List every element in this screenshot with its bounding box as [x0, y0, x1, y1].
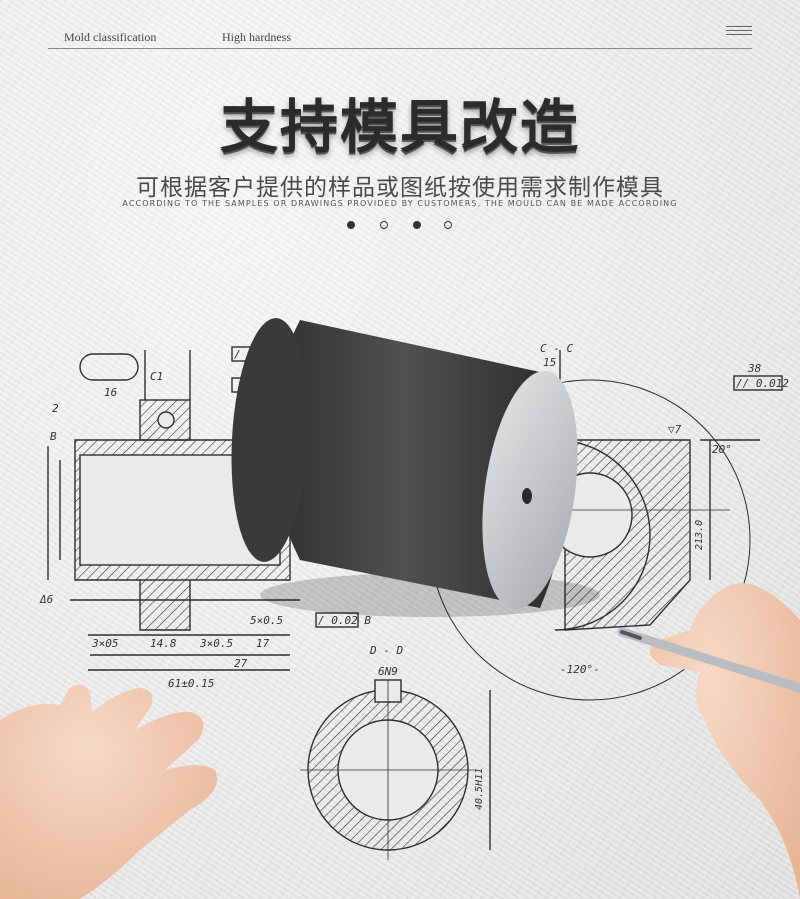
dimension-label: 2	[52, 402, 59, 415]
tolerance-label: / 0.02 B	[318, 614, 371, 627]
nav-item-high-hardness[interactable]: High hardness	[222, 30, 291, 44]
tolerance-label: / 0.02	[234, 348, 274, 361]
dimension-label: B	[50, 430, 57, 443]
dimension-label: 3×0.5	[199, 637, 233, 650]
dimension-label: 15	[543, 356, 556, 369]
english-subtitle: ACCORDING TO THE SAMPLES OR DRAWINGS PRO…	[122, 199, 678, 208]
dimension-label: 16	[104, 386, 118, 399]
dimension-label: 17	[256, 637, 270, 650]
menu-icon[interactable]	[726, 26, 752, 38]
dimension-label: 5×0.5	[250, 614, 283, 627]
headline: 支持模具改造	[219, 93, 580, 161]
label-c-c: C - C	[540, 342, 573, 355]
top-nav: Mold classification High hardness	[48, 18, 752, 49]
dimension-label: 20°	[712, 443, 732, 456]
dimension-label: 38	[747, 362, 762, 375]
technical-drawing: C - C D - D / 0.02 / 0.02 B // 0.012 16 …	[39, 342, 789, 860]
dimension-label: 61±0.15	[168, 677, 214, 690]
label-d-d: D - D	[369, 644, 403, 657]
dimension-label: 213.0	[694, 520, 705, 550]
dimension-label: 6N9	[378, 665, 398, 678]
dimension-label: 40.5H11	[474, 768, 485, 810]
nav-item-mold-classification[interactable]: Mold classification	[64, 30, 157, 44]
keyway-slot	[79, 353, 139, 381]
carousel-dot[interactable]	[380, 221, 388, 229]
dimension-label: 3×05	[91, 637, 119, 650]
dimension-label: 14.8	[150, 637, 177, 650]
tolerance-label: // 0.012	[736, 377, 789, 390]
carousel-dots	[343, 221, 458, 233]
carousel-dot[interactable]	[444, 221, 452, 229]
dimension-label: ▽7	[668, 423, 682, 436]
dimension-label: -120°-	[560, 663, 600, 676]
subheadline: 可根据客户提供的样品或图纸按使用需求制作模具	[136, 175, 664, 201]
dimension-label: Δ6	[39, 593, 54, 606]
dimension-label: C1	[150, 370, 163, 383]
carousel-dot[interactable]	[347, 221, 355, 229]
dimension-label: 27	[234, 657, 248, 670]
carousel-dot[interactable]	[413, 221, 421, 229]
